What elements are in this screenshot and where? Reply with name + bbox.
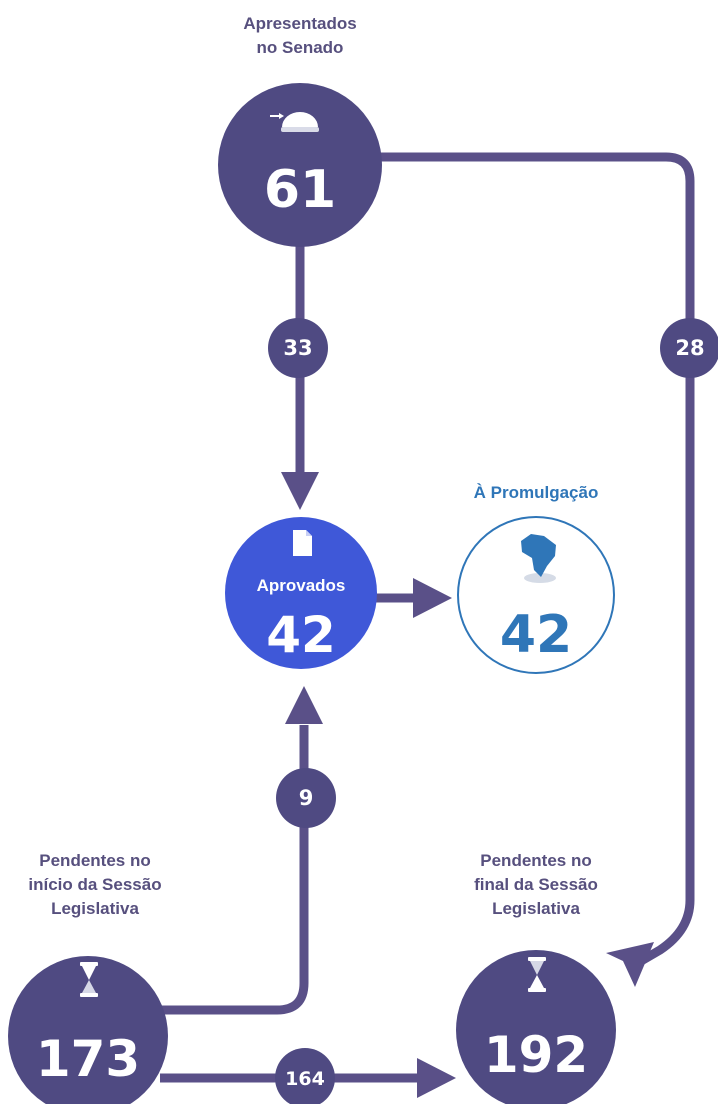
- arrow-heads: [281, 472, 654, 1098]
- node-approved: Aprovados 42: [225, 517, 377, 669]
- flow-connectors: [160, 152, 695, 1083]
- badge-pending-start-to-approved-value: 9: [299, 786, 314, 810]
- badge-presented-to-pending-end: 28: [660, 318, 718, 378]
- pending-start-caption: Pendentes no início da Sessão Legislativ…: [0, 849, 190, 921]
- promulgation-value: 42: [500, 605, 572, 665]
- arrow-head-approved-top: [281, 472, 319, 510]
- badge-presented-to-approved: 33: [268, 318, 328, 378]
- approved-label: Aprovados: [257, 576, 346, 595]
- pending-end-value: 192: [484, 1026, 588, 1084]
- presented-caption-line-1: Apresentados: [243, 14, 357, 33]
- connector-pending-start-to-approved: [160, 725, 309, 1015]
- node-presented: 61: [218, 83, 382, 247]
- promulgation-caption: À Promulgação: [436, 481, 636, 505]
- pending-end-caption-line-2: final da Sessão: [474, 875, 598, 894]
- pending-start-caption-line-3: Legislativa: [51, 899, 139, 918]
- badge-presented-to-pending-end-value: 28: [675, 336, 704, 360]
- approved-value: 42: [266, 606, 336, 664]
- document-icon: [293, 530, 312, 556]
- connector-presented-to-pending-end: [370, 152, 695, 968]
- arrow-head-pending-end-right: [417, 1058, 456, 1098]
- presented-caption-line-2: no Senado: [256, 38, 344, 57]
- node-pending-start: 173: [8, 956, 168, 1104]
- promulgation-caption-line: À Promulgação: [473, 483, 599, 502]
- arrow-head-pending-end-diagonal: [606, 942, 654, 987]
- presented-value: 61: [264, 160, 336, 220]
- brazil-map-icon: [521, 534, 556, 583]
- badge-pending-start-to-pending-end-value: 164: [285, 1068, 325, 1090]
- hourglass-icon: [528, 957, 546, 992]
- pending-end-caption-line-1: Pendentes no: [480, 851, 592, 870]
- pending-end-caption: Pendentes no final da Sessão Legislativa: [436, 849, 636, 921]
- pending-start-value: 173: [36, 1030, 140, 1088]
- arrow-head-approved-bottom: [285, 686, 323, 724]
- hourglass-icon: [80, 962, 98, 997]
- node-promulgation: 42: [457, 516, 615, 674]
- badge-pending-start-to-approved: 9: [276, 768, 336, 828]
- badge-presented-to-approved-value: 33: [283, 336, 312, 360]
- gavel-icon: [270, 112, 319, 132]
- presented-caption: Apresentados no Senado: [200, 12, 400, 60]
- pending-start-caption-line-1: Pendentes no: [39, 851, 151, 870]
- arrow-head-promulgation: [413, 578, 452, 618]
- pending-end-caption-line-3: Legislativa: [492, 899, 580, 918]
- badge-pending-start-to-pending-end: 164: [275, 1048, 335, 1104]
- node-pending-end: 192: [456, 950, 616, 1104]
- pending-start-caption-line-2: início da Sessão: [28, 875, 162, 894]
